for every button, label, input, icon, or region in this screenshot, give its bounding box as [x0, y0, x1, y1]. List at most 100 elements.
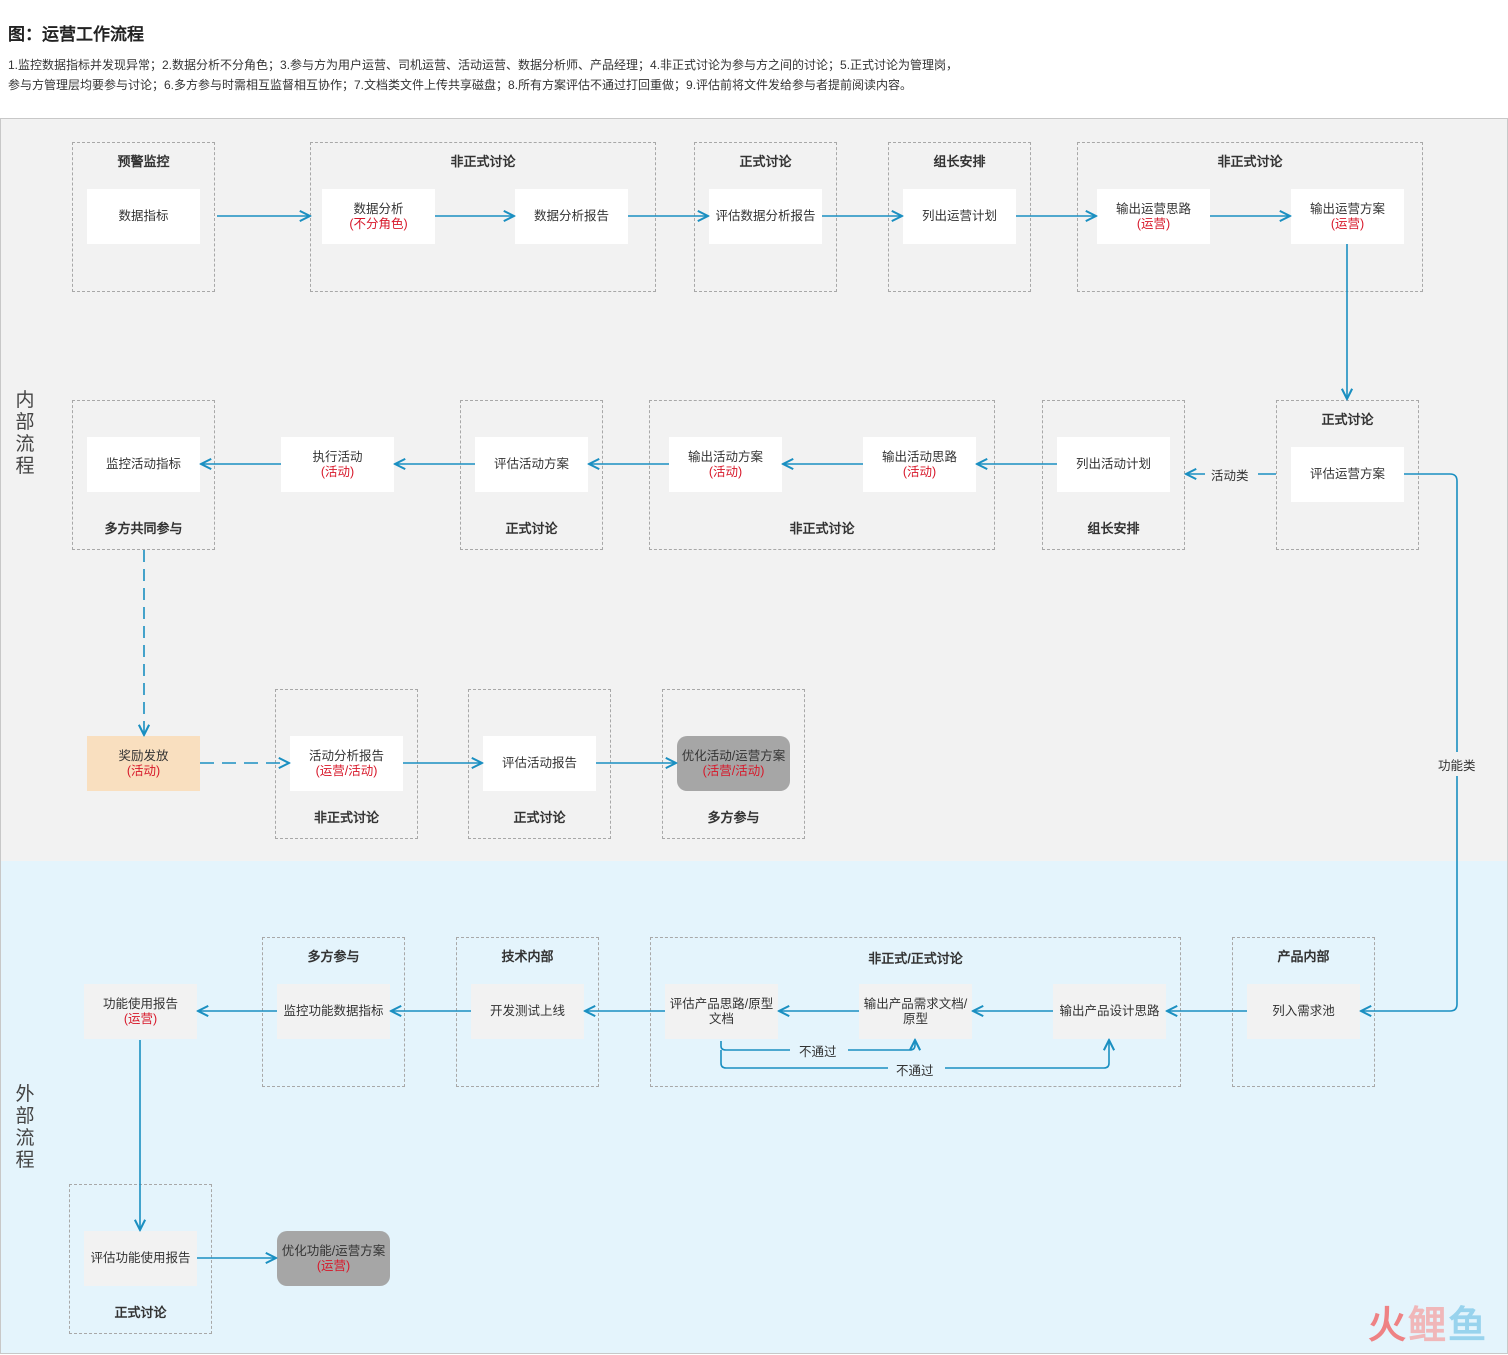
node-role: (运营)	[1136, 216, 1171, 231]
node-optimize-func[interactable]: 优化功能/运营方案(运营)	[277, 1231, 390, 1286]
watermark-text: 火鲤鱼	[1368, 1305, 1488, 1347]
group-formal-discussion: 正式讨论	[694, 142, 837, 292]
node-eval-act-report[interactable]: 评估活动报告	[483, 736, 596, 791]
group-tech-internal: 技术内部	[456, 937, 599, 1087]
node-reward[interactable]: 奖励发放(活动)	[87, 736, 200, 791]
group-multi-party: 多方参与	[262, 937, 405, 1087]
node-monitor-act[interactable]: 监控活动指标	[87, 437, 200, 492]
edge-label-function: 功能类	[1435, 755, 1479, 774]
node-role: (活动)	[902, 464, 937, 479]
group-label: 多方参与	[707, 810, 760, 825]
node-design-idea[interactable]: 输出产品设计思路	[1053, 984, 1166, 1039]
node-label: 开发测试上线	[489, 1004, 565, 1018]
node-data-report[interactable]: 数据分析报告	[515, 189, 628, 244]
node-act-plan[interactable]: 输出活动方案(活动)	[669, 437, 782, 492]
node-label: 数据分析	[353, 201, 404, 216]
node-label: 数据指标	[118, 209, 169, 223]
external-process-section	[0, 861, 1508, 1354]
note-line-1: 1.监控数据指标并发现异常；2.数据分析不分角色；3.参与方为用户运营、司机运营…	[8, 58, 959, 72]
group-label: 正式讨论	[739, 154, 792, 169]
node-role: (活动)	[708, 464, 743, 479]
node-ops-idea[interactable]: 输出运营思路(运营)	[1097, 189, 1210, 244]
node-label: 监控功能数据指标	[283, 1004, 384, 1018]
node-dev[interactable]: 开发测试上线	[471, 984, 584, 1039]
node-eval-act[interactable]: 评估活动方案	[475, 437, 588, 492]
node-label: 评估数据分析报告	[715, 209, 816, 223]
node-act-idea[interactable]: 输出活动思路(活动)	[863, 437, 976, 492]
group-formal-discussion: 正式讨论	[468, 689, 611, 839]
watermark-char: 火	[1367, 1305, 1408, 1347]
node-eval-func[interactable]: 评估功能使用报告	[84, 1231, 197, 1286]
node-data-metric[interactable]: 数据指标	[87, 189, 200, 244]
node-act-list[interactable]: 列出活动计划	[1057, 437, 1170, 492]
watermark-logo: 火鲤鱼	[1368, 1294, 1488, 1349]
group-label: 产品内部	[1277, 949, 1330, 964]
node-label: 输出运营思路	[1115, 201, 1191, 216]
group-multi-party: 多方共同参与	[72, 400, 215, 550]
node-data-analysis[interactable]: 数据分析(不分角色)	[322, 189, 435, 244]
node-label: 执行活动	[312, 449, 363, 464]
group-informal-discussion: 非正式讨论	[275, 689, 418, 839]
node-eval-doc[interactable]: 评估产品思路/原型文档	[665, 984, 778, 1039]
node-label: 评估活动方案	[493, 457, 569, 471]
node-ops-plan[interactable]: 输出运营方案(运营)	[1291, 189, 1404, 244]
node-label: 优化活动/运营方案	[681, 748, 786, 763]
group-label: 组长安排	[1087, 521, 1140, 536]
group-label: 正式讨论	[1321, 412, 1374, 427]
watermark-char: 鲤	[1407, 1305, 1448, 1347]
node-label: 活动分析报告	[308, 748, 384, 763]
node-monitor-func[interactable]: 监控功能数据指标	[277, 984, 390, 1039]
group-label: 非正式讨论	[313, 810, 379, 825]
node-act-report[interactable]: 活动分析报告(运营/活动)	[290, 736, 403, 791]
group-label: 非正式讨论	[450, 154, 516, 169]
node-req-doc[interactable]: 输出产品需求文档/原型	[859, 984, 972, 1039]
node-label: 列入需求池	[1272, 1004, 1335, 1018]
node-label: 输出产品设计思路	[1059, 1004, 1160, 1018]
node-exec-act[interactable]: 执行活动(活动)	[281, 437, 394, 492]
group-label: 组长安排	[933, 154, 986, 169]
group-leader-arrange: 组长安排	[888, 142, 1031, 292]
node-label: 功能使用报告	[102, 996, 178, 1011]
group-label: 多方参与	[307, 949, 360, 964]
edge-label-fail: 不通过	[796, 1041, 840, 1060]
edge-label-fail: 不通过	[893, 1060, 937, 1079]
node-label: 评估活动报告	[501, 756, 577, 770]
node-role: (不分角色)	[349, 216, 408, 231]
node-label: 监控活动指标	[105, 457, 181, 471]
group-informal-discussion: 非正式讨论	[649, 400, 995, 550]
group-warning-monitor: 预警监控	[72, 142, 215, 292]
node-role: (活动)	[320, 464, 355, 479]
node-label: 评估产品思路/原型文档	[669, 996, 774, 1026]
node-ops-plan-list[interactable]: 列出运营计划	[903, 189, 1016, 244]
group-label: 非正式讨论	[789, 521, 855, 536]
node-eval-report[interactable]: 评估数据分析报告	[709, 189, 822, 244]
group-label: 正式讨论	[114, 1305, 167, 1320]
note-line-2: 参与方管理层均要参与讨论；6.多方参与时需相互监督相互协作；7.文档类文件上传共…	[8, 78, 913, 92]
node-optimize[interactable]: 优化活动/运营方案(活营/活动)	[677, 736, 790, 791]
node-label: 输出活动方案	[687, 449, 763, 464]
node-label: 输出产品需求文档/原型	[863, 996, 968, 1026]
node-label: 评估运营方案	[1309, 467, 1385, 481]
page-title: 图：运营工作流程	[8, 25, 144, 44]
group-label: 预警监控	[117, 154, 170, 169]
node-label: 数据分析报告	[533, 209, 609, 223]
node-func-report[interactable]: 功能使用报告(运营)	[84, 984, 197, 1039]
group-product-internal: 产品内部	[1232, 937, 1375, 1087]
group-informal-discussion: 非正式讨论	[1077, 142, 1423, 292]
node-role: (活动)	[126, 763, 161, 778]
group-informal-formal-discussion: 非正式/正式讨论	[650, 937, 1181, 1087]
node-label: 优化功能/运营方案	[281, 1243, 386, 1258]
node-label: 列出活动计划	[1075, 457, 1151, 471]
node-label: 输出运营方案	[1309, 201, 1385, 216]
node-role: (运营/活动)	[315, 763, 378, 778]
node-req-pool[interactable]: 列入需求池	[1247, 984, 1360, 1039]
node-eval-ops[interactable]: 评估运营方案	[1291, 447, 1404, 502]
node-role: (运营)	[316, 1258, 351, 1273]
group-label: 非正式/正式讨论	[868, 951, 963, 966]
node-role: (运营)	[1330, 216, 1365, 231]
node-role: (活营/活动)	[702, 763, 765, 778]
watermark-char: 鱼	[1447, 1305, 1488, 1347]
group-label: 非正式讨论	[1217, 154, 1283, 169]
group-label: 正式讨论	[513, 810, 566, 825]
group-formal-discussion: 正式讨论	[460, 400, 603, 550]
